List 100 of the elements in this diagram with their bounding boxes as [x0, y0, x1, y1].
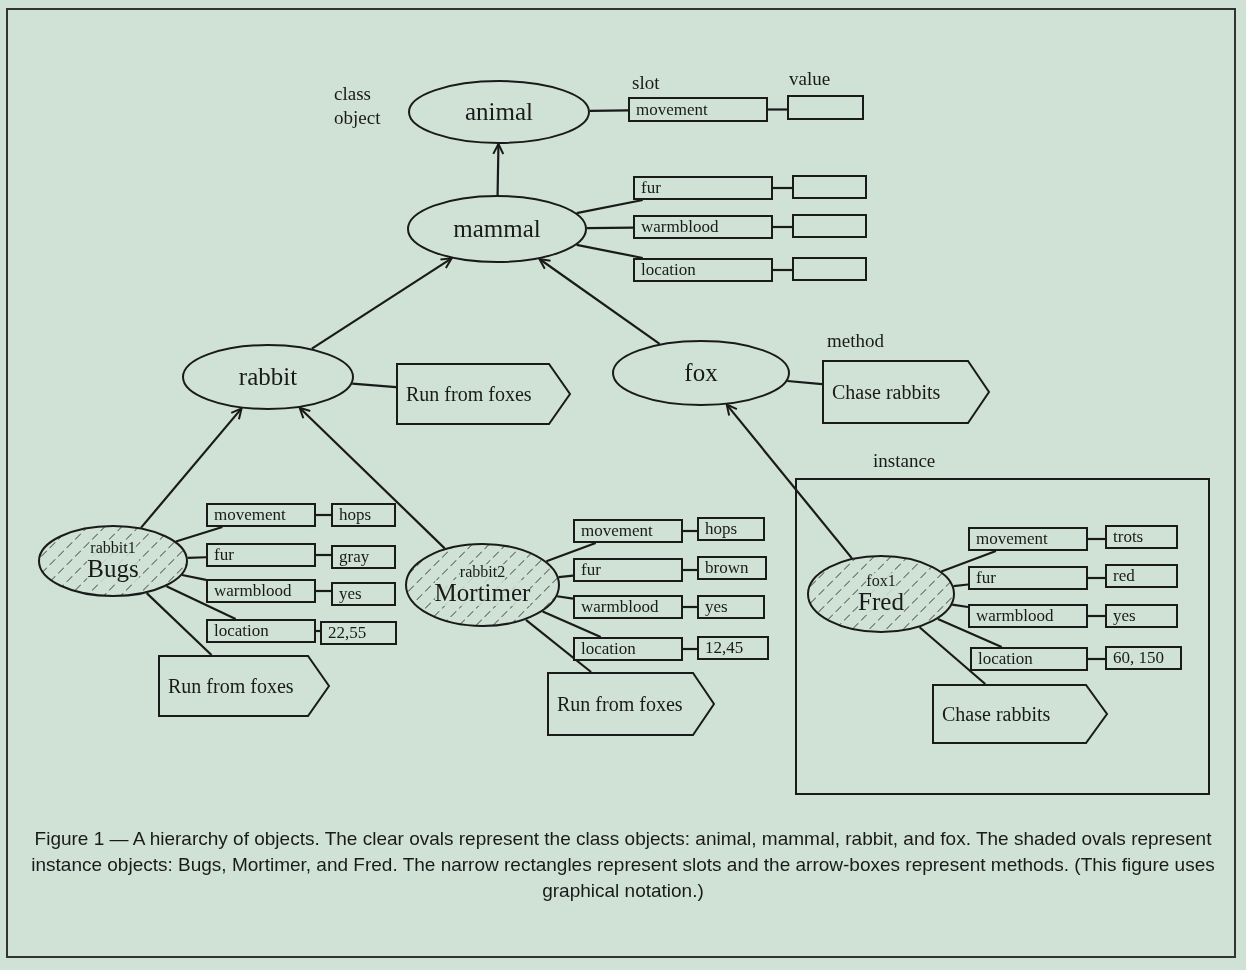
connector-line [187, 556, 207, 560]
slot-box [697, 636, 769, 660]
slot-box [206, 543, 316, 567]
connector-line [175, 525, 223, 543]
connector-line [953, 583, 969, 588]
instance-class-label: rabbit1 [90, 540, 136, 556]
slot-box [1105, 564, 1178, 588]
connector-line [316, 589, 331, 593]
slot-text: hops [339, 505, 372, 525]
slot-text: location [214, 621, 269, 641]
annotation-text: class object [334, 82, 382, 130]
class-name: mammal [453, 215, 541, 243]
slot-box [697, 595, 765, 619]
slot-box [792, 257, 867, 281]
slot-box [968, 604, 1088, 628]
slot-box [970, 647, 1088, 671]
connector-line [773, 186, 792, 190]
connector-line [683, 605, 697, 609]
instance-oval [807, 555, 955, 633]
slot-box [968, 566, 1088, 590]
instance-name: Mortimer [434, 580, 531, 606]
slot-box [633, 176, 773, 200]
connector-line [558, 574, 574, 579]
connector-line [773, 225, 792, 229]
connector-line [576, 198, 643, 215]
slot-text: 12,45 [705, 638, 744, 658]
slot-box [1105, 525, 1178, 549]
slot-box [206, 579, 316, 603]
slot-text: yes [339, 584, 362, 604]
instance-oval [405, 543, 560, 627]
connector-line [316, 513, 331, 517]
connector-line [586, 226, 633, 230]
method-arrow-box [396, 363, 571, 425]
connector-line [557, 595, 574, 600]
slot-text: brown [705, 558, 749, 578]
slot-box [628, 97, 768, 122]
connector-line [918, 626, 986, 685]
slot-box [331, 503, 396, 527]
connector-line [683, 568, 697, 572]
slot-box [1105, 604, 1178, 628]
slot-box [331, 545, 396, 569]
slot-box [320, 621, 397, 645]
instance-name: Bugs [87, 556, 139, 582]
instance-name: Fred [858, 589, 904, 615]
slot-box [697, 517, 765, 541]
arrow [725, 403, 853, 559]
class-oval [612, 340, 790, 406]
slot-text: fur [976, 568, 996, 588]
arrow [298, 406, 446, 550]
connector-line [773, 268, 792, 272]
arrow [538, 258, 661, 345]
slot-text: movement [976, 529, 1048, 549]
method-label: Chase rabbits [832, 380, 941, 404]
connector-line [952, 603, 969, 609]
caption: Figure 1 — A hierarchy of objects. The clear ovals represent the class objects: animal, mammal, rabbit, and fox. The shaded ovals represent instance objects: Bugs, Mortimer, and Fred. The narrow rectangles represent slots and the arrow-boxes represent methods. (This figure uses graphical notation.) [30, 827, 1216, 903]
class-name: rabbit [238, 363, 298, 391]
method-label: Run from foxes [557, 692, 683, 716]
instance-class-label: rabbit2 [459, 564, 506, 580]
slot-text: 22,55 [328, 623, 367, 643]
connector-line [525, 618, 592, 673]
class-oval [182, 344, 354, 410]
class-name: animal [465, 98, 533, 126]
slot-box [1105, 646, 1182, 670]
frame-heading: instance [873, 450, 936, 472]
connector-line [576, 243, 643, 260]
slot-text: fur [214, 545, 234, 565]
method-label: Chase rabbits [942, 702, 1051, 726]
slot-box [573, 558, 683, 582]
class-name: fox [684, 359, 718, 387]
slot-text: fur [581, 560, 601, 580]
method-label: Run from foxes [406, 382, 532, 406]
slot-text: warmblood [976, 606, 1054, 626]
connector-line [683, 647, 697, 651]
slot-box [787, 95, 864, 120]
slot-box [968, 527, 1088, 551]
slot-box [697, 556, 767, 580]
slot-box [331, 582, 396, 606]
slot-box [573, 637, 683, 661]
slot-text: fur [641, 178, 661, 198]
slot-text: 60, 150 [1113, 648, 1164, 668]
connector-line [316, 553, 331, 557]
slot-text: location [641, 260, 696, 280]
arrow [140, 407, 243, 529]
instance-oval [38, 525, 188, 597]
slot-text: movement [636, 99, 708, 120]
class-oval [407, 195, 587, 263]
method-arrow-box [547, 672, 715, 736]
connector-line [352, 382, 397, 389]
connector-line [1088, 576, 1105, 580]
slot-text: gray [339, 547, 370, 567]
slot-box [792, 214, 867, 238]
connector-line [165, 585, 237, 620]
slot-box [206, 619, 316, 643]
slot-text: warmblood [581, 597, 659, 617]
slot-text: warmblood [214, 581, 292, 601]
connector-line [787, 379, 823, 386]
connector-line [768, 108, 787, 111]
slot-text: red [1113, 566, 1135, 586]
connector-line [1088, 614, 1105, 618]
slot-text: hops [705, 519, 738, 539]
